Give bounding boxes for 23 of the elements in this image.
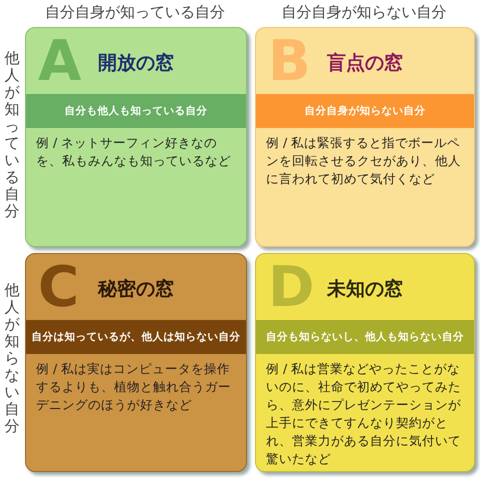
window-title: 未知の窓 [327,277,403,302]
column-header: 自分自身が知らない自分 [280,3,448,22]
quadrant-card [255,253,475,472]
quadrant-card [25,253,247,472]
quadrant-card [255,27,475,247]
band-text: 自分は知っているが、他人は知らない自分 [32,330,240,344]
column-header: 自分自身が知っている自分 [44,3,226,22]
row-header: 他人が知っている自分 [4,50,20,220]
quadrant-card [25,27,247,247]
band-text: 自分自身が知らない自分 [304,104,426,118]
quadrant-letter: A [38,32,82,92]
quadrant-letter: C [38,258,80,318]
quadrant-letter: D [268,258,314,318]
band-text: 自分も他人も知っている自分 [64,104,208,118]
example-text: 例 / 私は緊張すると指でボールペンを回転させるクセがあり、他人に言われて初めて気付くなど [266,134,462,188]
row-header: 他人が知らない自分 [4,282,20,435]
window-title: 盲点の窓 [327,51,403,76]
example-text: 例 / 私は営業などやったことがないのに、社命で初めてやってみたら、意外にプレゼンテーションが上手にできてすんなり契約がとれ、営業力がある自分に気付いて驚いたなど [266,360,462,468]
example-text: 例 / 私は実はコンピュータを操作するよりも、植物と触れ合うガーデニングのほうが好きなど [36,360,232,414]
example-text: 例 / ネットサーフィン好きなのを、私もみんなも知っているなど [36,134,232,170]
window-title: 開放の窓 [98,51,174,76]
band-text: 自分も知らないし、他人も知らない自分 [266,330,464,344]
window-title: 秘密の窓 [98,277,174,302]
